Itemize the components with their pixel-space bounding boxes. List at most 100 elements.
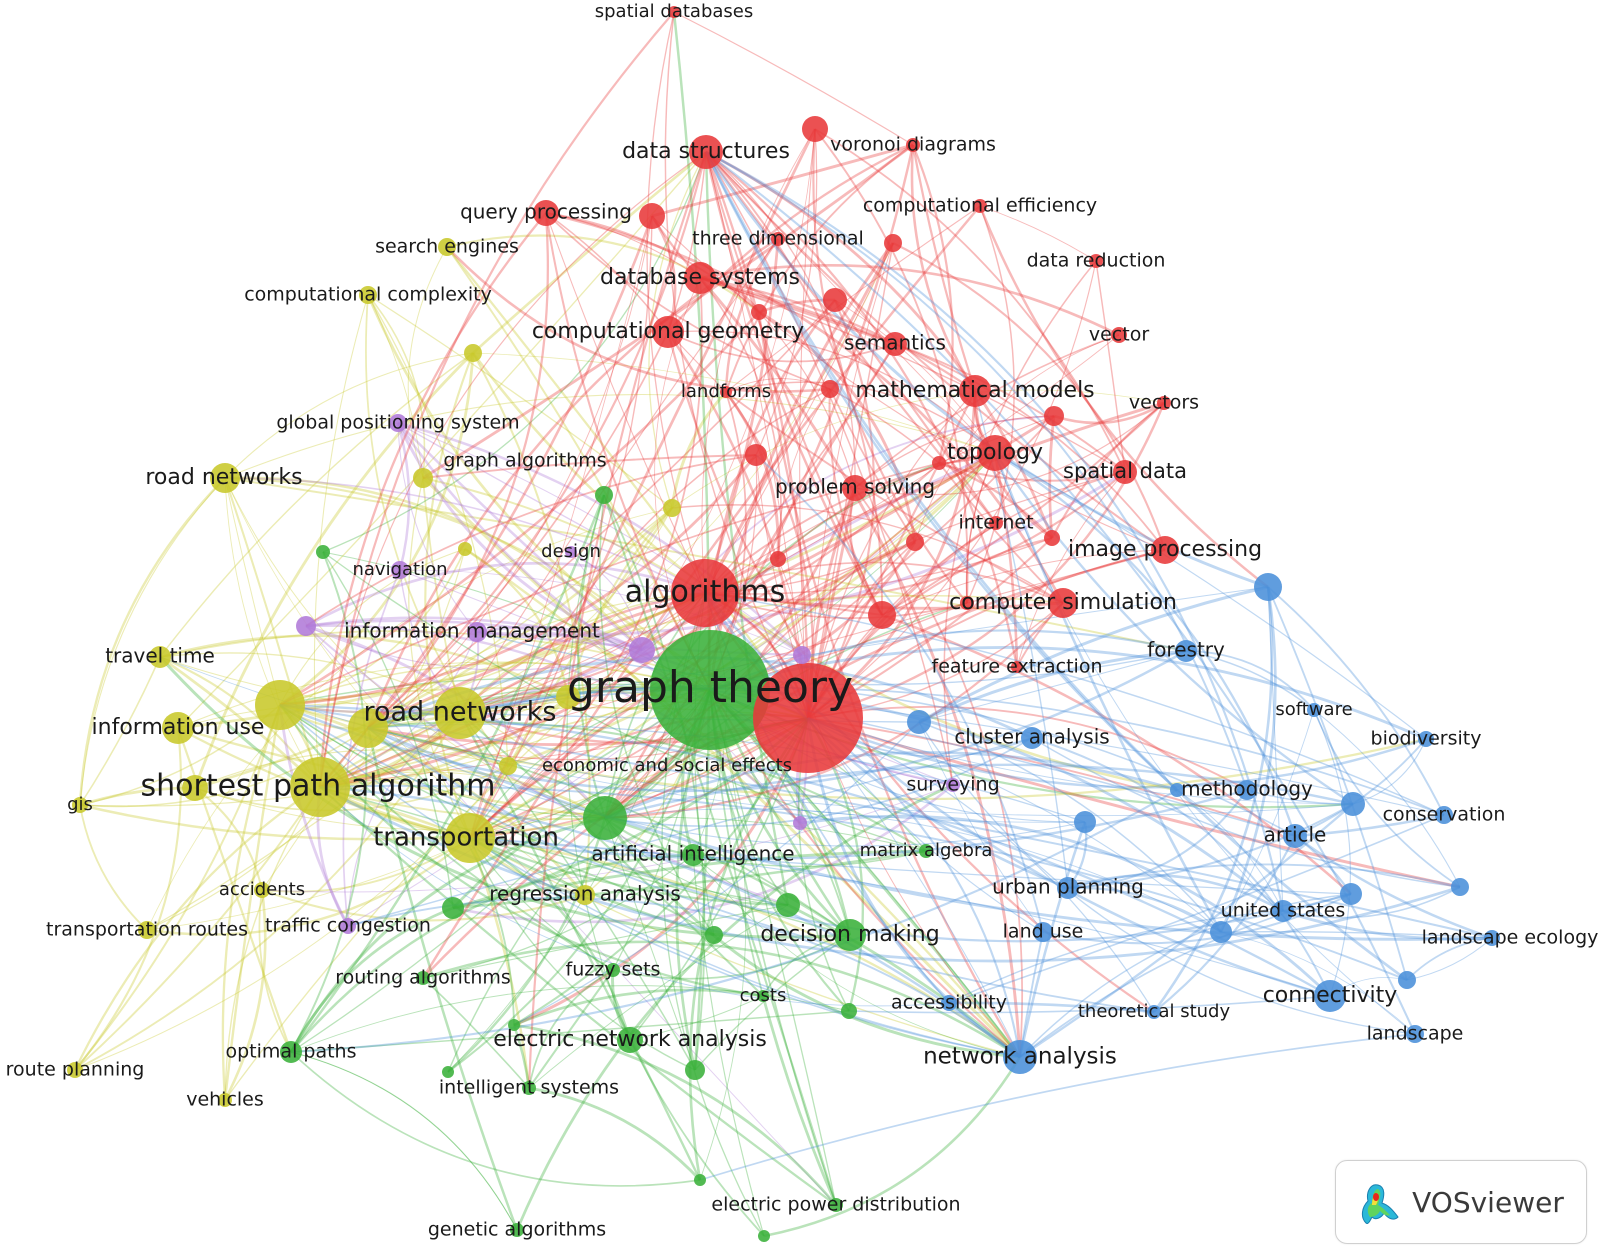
keyword-node[interactable] [753,663,863,773]
keyword-node-navigation[interactable] [391,561,409,579]
keyword-node[interactable] [1340,883,1362,905]
keyword-label[interactable]: software [1275,699,1352,720]
keyword-node-transportation-routes[interactable] [138,921,156,939]
keyword-label[interactable]: semantics [844,331,946,355]
keyword-label[interactable]: optimal paths [226,1041,357,1063]
keyword-node[interactable] [932,456,946,470]
keyword-node-image-processing[interactable] [1151,536,1179,564]
keyword-label[interactable]: costs [740,985,787,1006]
keyword-node-shortest-path-algorithm[interactable] [290,757,350,817]
keyword-label[interactable]: design [541,541,601,562]
keyword-node-fuzzy-sets[interactable] [606,963,620,977]
keyword-label[interactable]: routing algorithms [335,967,511,989]
keyword-label[interactable]: travel time [105,644,215,668]
keyword-node-traffic-congestion[interactable] [340,918,356,934]
keyword-node-electric-network-analysis[interactable] [617,1027,643,1053]
keyword-node-spatial-data[interactable] [1113,460,1137,484]
keyword-label[interactable]: three dimensional [692,228,864,250]
keyword-node-semantics[interactable] [883,332,907,356]
keyword-node[interactable] [464,344,482,362]
keyword-label[interactable]: traffic congestion [265,915,431,937]
keyword-node[interactable] [745,444,767,466]
keyword-node[interactable] [182,775,208,801]
keyword-node[interactable] [1398,971,1416,989]
keyword-node-network-analysis[interactable] [1003,1040,1037,1074]
keyword-node-gis[interactable] [72,797,88,813]
keyword-label[interactable]: genetic algorithms [428,1219,606,1241]
keyword-node[interactable] [770,551,786,567]
keyword-node-data-structures[interactable] [689,135,723,169]
keyword-node[interactable] [1170,783,1184,797]
keyword-label[interactable]: vectors [1129,392,1199,414]
keyword-label[interactable]: algorithms [625,575,785,610]
keyword-label[interactable]: vehicles [186,1089,264,1111]
keyword-label[interactable]: internet [958,512,1033,534]
keyword-node-article[interactable] [1283,824,1307,848]
keyword-node-landforms[interactable] [720,386,732,398]
keyword-node-mathematical-models[interactable] [959,375,991,407]
keyword-node-matrix-algebra[interactable] [919,844,933,858]
keyword-node[interactable] [960,596,974,610]
keyword-node-three-dimensional[interactable] [771,232,785,246]
keyword-node-data-reduction[interactable] [1089,254,1103,268]
keyword-node[interactable] [1074,811,1096,833]
keyword-node-accessibility[interactable] [941,995,957,1011]
keyword-node-route-planning[interactable] [67,1062,83,1078]
keyword-node-computational-efficiency[interactable] [973,199,987,213]
keyword-label[interactable]: spatial data [1063,459,1187,483]
keyword-label[interactable]: voronoi diagrams [830,134,996,156]
keyword-node[interactable] [1210,921,1232,943]
keyword-node-cluster-analysis[interactable] [1021,727,1043,749]
keyword-node[interactable] [802,116,828,142]
keyword-label[interactable]: decision making [760,922,939,947]
keyword-label[interactable]: navigation [352,559,447,580]
keyword-node-regression-analysis[interactable] [575,885,595,905]
keyword-node[interactable] [316,545,330,559]
keyword-node[interactable] [296,616,316,636]
keyword-label[interactable]: methodology [1181,777,1313,801]
keyword-node[interactable] [751,304,767,320]
keyword-node-united-states[interactable] [1272,900,1294,922]
keyword-node-transportation[interactable] [445,813,495,863]
keyword-label[interactable]: global positioning system [276,412,519,434]
keyword-node-computational-complexity[interactable] [359,286,377,304]
keyword-node[interactable] [758,1230,770,1242]
keyword-label[interactable]: cluster analysis [954,725,1109,749]
keyword-node-decision-making[interactable] [834,919,866,951]
keyword-label[interactable]: query processing [460,200,632,224]
keyword-node-computer-simulation[interactable] [1048,588,1078,618]
keyword-label[interactable]: graph theory [567,662,853,713]
keyword-node-landscape-ecology[interactable] [1484,930,1500,946]
keyword-node[interactable] [348,708,388,748]
keyword-node[interactable] [685,1060,705,1080]
keyword-label[interactable]: economic and social effects [542,755,792,776]
keyword-label[interactable]: electric network analysis [493,1027,767,1052]
keyword-node-vehicles[interactable] [218,1093,232,1107]
keyword-node[interactable] [1451,878,1469,896]
keyword-label[interactable]: topology [947,440,1043,465]
keyword-node[interactable] [1044,406,1064,426]
keyword-node[interactable] [583,796,627,840]
keyword-label[interactable]: landforms [681,381,771,402]
keyword-node[interactable] [255,680,305,730]
keyword-node[interactable] [1254,573,1282,601]
keyword-node-algorithms[interactable] [671,559,739,627]
keyword-label[interactable]: gis [67,794,93,815]
keyword-label[interactable]: forestry [1147,638,1225,662]
keyword-node-information-use[interactable] [162,712,194,744]
keyword-label[interactable]: mathematical models [855,378,1094,403]
keyword-label[interactable]: artificial intelligence [591,842,794,866]
keyword-node[interactable] [907,710,931,734]
keyword-node[interactable] [823,288,847,312]
keyword-node-query-processing[interactable] [533,200,559,226]
keyword-node-internet[interactable] [989,516,1003,530]
keyword-label[interactable]: electric power distribution [711,1194,960,1216]
keyword-label[interactable]: accidents [219,879,305,900]
keyword-label[interactable]: spatial databases [595,1,753,22]
keyword-node-problem-solving[interactable] [842,475,868,501]
keyword-label[interactable]: database systems [600,265,800,290]
keyword-node[interactable] [508,1019,520,1031]
keyword-node-genetic-algorithms[interactable] [510,1223,524,1237]
keyword-node-graph-algorithms[interactable] [413,468,433,488]
